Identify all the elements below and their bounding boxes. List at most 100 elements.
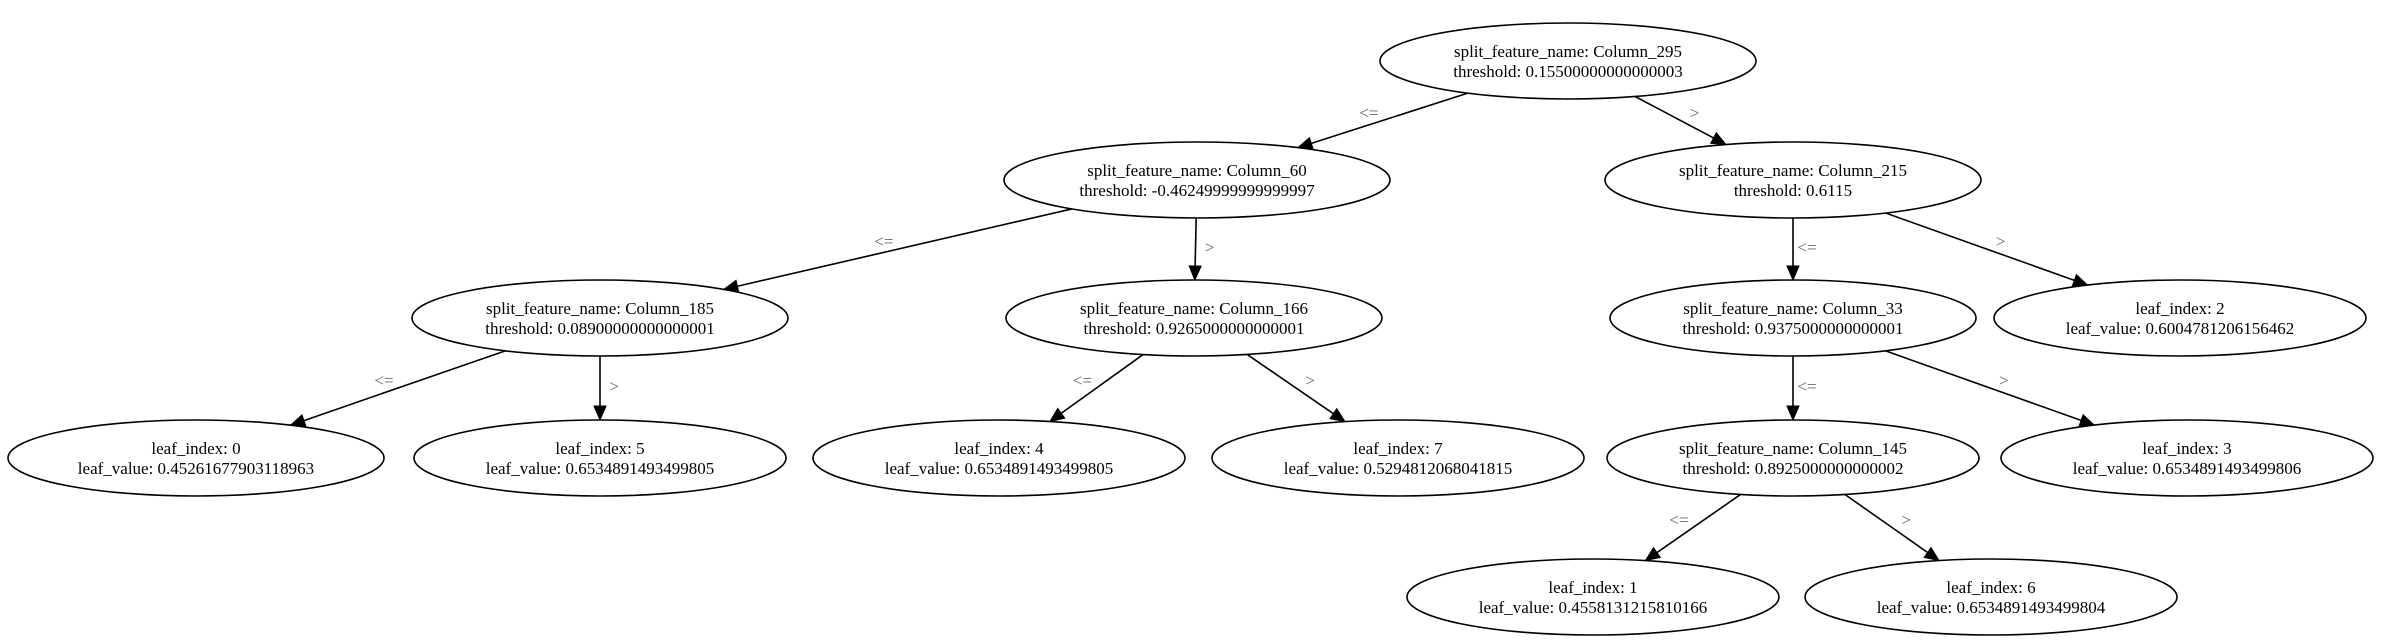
edge-line bbox=[1885, 350, 2082, 422]
arrowhead-icon bbox=[1188, 265, 1202, 282]
arrowhead-icon bbox=[1048, 407, 1066, 423]
edge-label: <= bbox=[374, 371, 393, 390]
node-line-2: leaf_value: 0.6004781206156462 bbox=[2066, 319, 2295, 338]
node-line-1: split_feature_name: Column_166 bbox=[1080, 299, 1308, 318]
edge-line bbox=[1656, 493, 1741, 554]
node-ellipse bbox=[1606, 419, 1980, 497]
arrowhead-icon bbox=[1709, 131, 1728, 146]
edge-label: > bbox=[1690, 104, 1700, 123]
node-line-2: leaf_value: 0.6534891493499804 bbox=[1877, 598, 2106, 617]
edge-label: > bbox=[1901, 511, 1911, 530]
edge-n5-n12: > bbox=[1885, 350, 2096, 427]
edge-label: > bbox=[1205, 238, 1215, 257]
node-line-2: threshold: 0.8925000000000002 bbox=[1683, 459, 1904, 478]
edge-label: > bbox=[1996, 232, 2006, 251]
node-ellipse bbox=[411, 279, 789, 357]
tree-node-n11: split_feature_name: Column_145threshold:… bbox=[1606, 419, 1980, 497]
node-line-1: split_feature_name: Column_295 bbox=[1454, 42, 1682, 61]
node-line-2: leaf_value: 0.5294812068041815 bbox=[1284, 459, 1513, 478]
edge-label: <= bbox=[1797, 377, 1816, 396]
tree-node-n1: split_feature_name: Column_60threshold: … bbox=[1003, 141, 1391, 219]
arrowhead-icon bbox=[2078, 413, 2096, 427]
node-line-2: threshold: 0.15500000000000003 bbox=[1453, 62, 1683, 81]
node-ellipse bbox=[812, 419, 1186, 497]
edge-line bbox=[1844, 493, 1929, 554]
node-ellipse bbox=[7, 419, 385, 497]
node-ellipse bbox=[1804, 558, 2178, 636]
node-ellipse bbox=[1003, 141, 1391, 219]
node-ellipse bbox=[2000, 419, 2374, 497]
tree-node-n5: split_feature_name: Column_33threshold: … bbox=[1609, 279, 1977, 357]
node-ellipse bbox=[1005, 279, 1383, 357]
arrowhead-icon bbox=[593, 405, 607, 422]
node-line-2: leaf_value: 0.6534891493499805 bbox=[486, 459, 715, 478]
node-line-2: leaf_value: 0.45261677903118963 bbox=[78, 459, 314, 478]
node-ellipse bbox=[1379, 22, 1757, 100]
edge-label: > bbox=[609, 377, 619, 396]
edge-n4-n10: > bbox=[1246, 353, 1346, 423]
edge-n5-n11: <= bbox=[1786, 356, 1817, 422]
edge-line bbox=[303, 350, 506, 422]
tree-node-n3: split_feature_name: Column_185threshold:… bbox=[411, 279, 789, 357]
tree-node-n2: split_feature_name: Column_215threshold:… bbox=[1604, 141, 1982, 219]
edge-line bbox=[1311, 92, 1469, 145]
edge-line bbox=[1246, 353, 1334, 415]
edge-n1-n3: <= bbox=[722, 208, 1073, 293]
node-line-1: leaf_index: 7 bbox=[1353, 439, 1443, 458]
edges-layer: <= > <= > <= > <= > <= > <= > <= > bbox=[289, 92, 2096, 562]
node-line-2: threshold: 0.08900000000000001 bbox=[485, 319, 715, 338]
node-ellipse bbox=[413, 419, 787, 497]
nodes-layer: split_feature_name: Column_295threshold:… bbox=[7, 22, 2374, 636]
node-line-1: leaf_index: 3 bbox=[2142, 439, 2231, 458]
node-ellipse bbox=[1211, 419, 1585, 497]
arrowhead-icon bbox=[2071, 273, 2089, 287]
node-ellipse bbox=[1406, 558, 1780, 636]
node-line-1: split_feature_name: Column_33 bbox=[1683, 299, 1903, 318]
node-line-1: leaf_index: 5 bbox=[555, 439, 644, 458]
arrowhead-icon bbox=[1923, 546, 1941, 562]
tree-node-n4: split_feature_name: Column_166threshold:… bbox=[1005, 279, 1383, 357]
node-ellipse bbox=[1604, 141, 1982, 219]
edge-n11-n14: > bbox=[1844, 493, 1941, 562]
node-line-2: leaf_value: 0.4558131215810166 bbox=[1479, 598, 1708, 617]
node-line-2: threshold: 0.6115 bbox=[1734, 181, 1852, 200]
node-line-2: threshold: 0.9375000000000001 bbox=[1683, 319, 1904, 338]
node-line-2: leaf_value: 0.6534891493499805 bbox=[885, 459, 1114, 478]
node-line-1: leaf_index: 4 bbox=[954, 439, 1044, 458]
node-line-1: split_feature_name: Column_185 bbox=[486, 299, 714, 318]
node-line-2: threshold: 0.9265000000000001 bbox=[1084, 319, 1305, 338]
node-line-1: leaf_index: 6 bbox=[1946, 578, 2035, 597]
edge-n3-n8: > bbox=[593, 356, 619, 422]
edge-line bbox=[1060, 353, 1144, 414]
edge-line bbox=[737, 208, 1073, 288]
edge-line bbox=[1194, 217, 1197, 267]
arrowhead-icon bbox=[1329, 407, 1346, 423]
node-line-1: split_feature_name: Column_215 bbox=[1679, 161, 1907, 180]
node-line-1: leaf_index: 1 bbox=[1548, 578, 1637, 597]
arrowhead-icon bbox=[1786, 405, 1800, 422]
edge-n2-n5: <= bbox=[1786, 218, 1817, 282]
edge-n3-n7: <= bbox=[289, 350, 506, 427]
node-ellipse bbox=[1993, 279, 2367, 357]
arrowhead-icon bbox=[1644, 546, 1662, 562]
edge-n2-n6: > bbox=[1885, 212, 2089, 287]
edge-n11-n13: <= bbox=[1644, 493, 1741, 562]
edge-label: <= bbox=[1073, 371, 1092, 390]
edge-n4-n9: <= bbox=[1048, 353, 1144, 423]
edge-line bbox=[1634, 95, 1714, 139]
edge-n0-n2: > bbox=[1634, 95, 1728, 146]
edge-label: <= bbox=[874, 232, 893, 251]
arrowhead-icon bbox=[1786, 265, 1800, 282]
node-line-1: leaf_index: 2 bbox=[2135, 299, 2224, 318]
node-line-1: leaf_index: 0 bbox=[151, 439, 240, 458]
edge-label: <= bbox=[1359, 103, 1378, 122]
edge-label: <= bbox=[1797, 238, 1816, 257]
node-line-1: split_feature_name: Column_60 bbox=[1087, 161, 1307, 180]
